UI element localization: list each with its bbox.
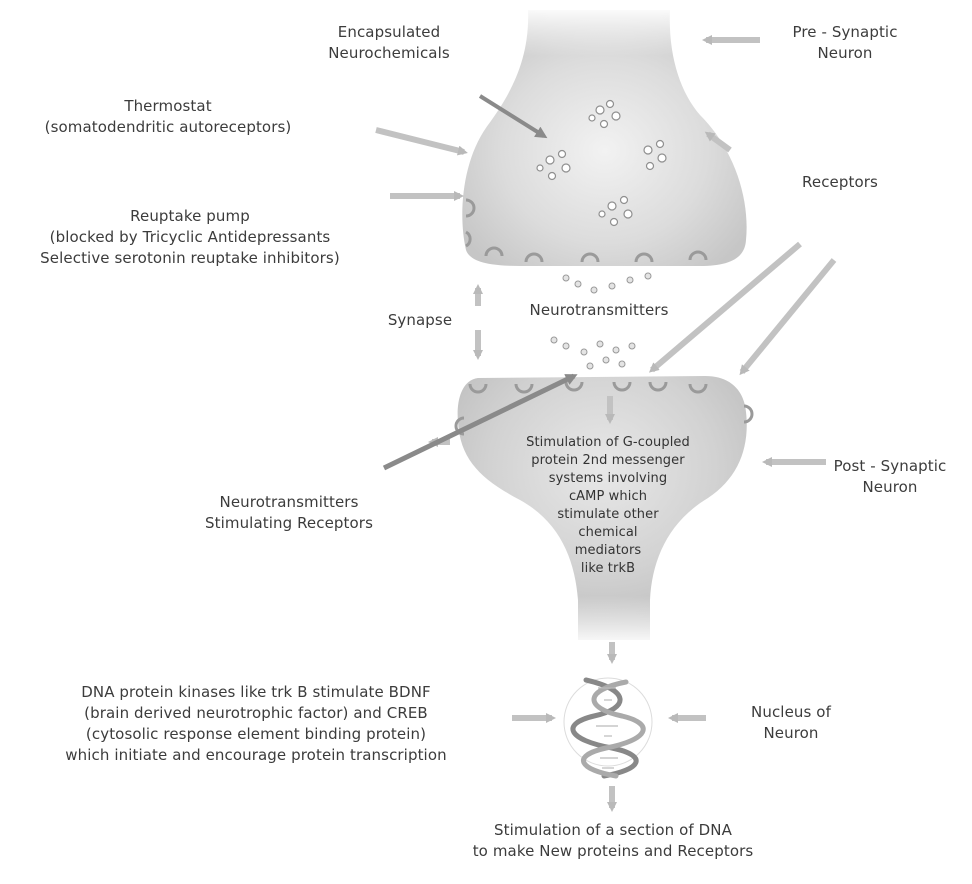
label-dna-kinases: DNA protein kinases like trk B stimulate… — [16, 682, 496, 766]
label-line: stimulate other — [508, 506, 708, 524]
label-line: Reuptake pump — [0, 206, 380, 227]
label-line: which initiate and encourage protein tra… — [16, 745, 496, 766]
pre-synaptic-terminal — [462, 6, 746, 266]
label-line: protein 2nd messenger — [508, 452, 708, 470]
label-line: Stimulating Receptors — [184, 513, 394, 534]
arrow-thermostat — [376, 130, 464, 152]
label-line: Neurotransmitters — [184, 492, 394, 513]
label-line: Selective serotonin reuptake inhibitors) — [0, 248, 380, 269]
label-line: (cytosolic response element binding prot… — [16, 724, 496, 745]
label-line: Thermostat — [8, 96, 328, 117]
label-stimulation-gprotein: Stimulation of G-coupled protein 2nd mes… — [508, 434, 708, 578]
dna-helix — [564, 678, 652, 776]
label-receptors: Receptors — [780, 172, 900, 193]
label-line: Nucleus of — [726, 702, 856, 723]
label-line: (blocked by Tricyclic Antidepressants — [0, 227, 380, 248]
label-line: like trkB — [508, 560, 708, 578]
label-line: DNA protein kinases like trk B stimulate… — [16, 682, 496, 703]
label-reuptake: Reuptake pump (blocked by Tricyclic Anti… — [0, 206, 380, 269]
label-line: mediators — [508, 542, 708, 560]
label-pre-synaptic: Pre - Synaptic Neuron — [770, 22, 920, 64]
label-line: systems involving — [508, 470, 708, 488]
arrow-receptors-2 — [742, 260, 834, 372]
label-line: Neuron — [726, 723, 856, 744]
label-line: chemical — [508, 524, 708, 542]
label-encapsulated: Encapsulated Neurochemicals — [304, 22, 474, 64]
label-thermostat: Thermostat (somatodendritic autoreceptor… — [8, 96, 328, 138]
neurotransmitter-dots — [551, 273, 651, 369]
label-nucleus: Nucleus of Neuron — [726, 702, 856, 744]
label-line: Stimulation of a section of DNA — [418, 820, 808, 841]
label-line: (somatodendritic autoreceptors) — [8, 117, 328, 138]
label-line: Stimulation of G-coupled — [508, 434, 708, 452]
label-new-proteins: Stimulation of a section of DNA to make … — [418, 820, 808, 862]
label-line: (brain derived neurotrophic factor) and … — [16, 703, 496, 724]
label-line: Encapsulated — [304, 22, 474, 43]
label-line: cAMP which — [508, 488, 708, 506]
label-line: to make New proteins and Receptors — [418, 841, 808, 862]
label-neurotransmitters: Neurotransmitters — [514, 300, 684, 321]
label-line: Neuron — [820, 477, 960, 498]
label-post-synaptic: Post - Synaptic Neuron — [820, 456, 960, 498]
label-line: Neuron — [770, 43, 920, 64]
label-line: Pre - Synaptic — [770, 22, 920, 43]
label-line: Post - Synaptic — [820, 456, 960, 477]
label-synapse: Synapse — [380, 310, 460, 331]
label-line: Neurochemicals — [304, 43, 474, 64]
label-nt-stimulating: Neurotransmitters Stimulating Receptors — [184, 492, 394, 534]
